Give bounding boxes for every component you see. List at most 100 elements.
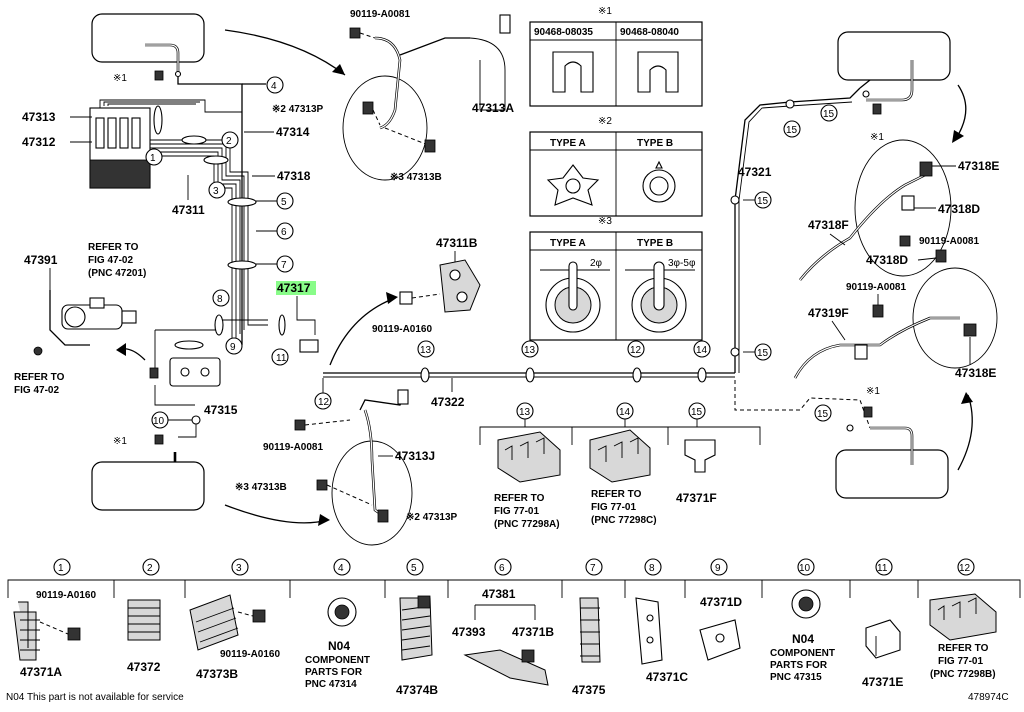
svg-text:TYPE B: TYPE B [637, 238, 673, 249]
label-47313: 47313 [22, 110, 56, 124]
svg-text:47375: 47375 [572, 683, 606, 697]
callout-5: 5 [276, 192, 294, 210]
svg-text:1: 1 [150, 153, 156, 164]
callout-15b: 15 [820, 104, 838, 122]
callout-15d: 15 [754, 343, 772, 361]
callout-14: 14 [693, 340, 711, 358]
legend-callout-8: 8 [644, 558, 662, 576]
svg-text:11: 11 [276, 353, 287, 364]
note-mark-1c: ※1 [870, 132, 884, 143]
clip-icon [154, 70, 164, 81]
svg-text:13: 13 [420, 345, 432, 356]
svg-text:47371C: 47371C [646, 670, 688, 684]
footer-note: N04 This part is not available for servi… [6, 692, 184, 703]
label-47312: 47312 [22, 135, 56, 149]
rear-left-wheel-area [91, 461, 205, 511]
svg-text:PNC 47314: PNC 47314 [305, 679, 357, 690]
label-47313p-top: ※2 47313P [272, 104, 324, 115]
svg-text:47371E: 47371E [862, 675, 903, 689]
ref-47-02-b: FIG 47-02 [88, 255, 133, 266]
callout-11: 11 [271, 348, 289, 366]
clip-icon [919, 161, 933, 177]
svg-text:3: 3 [213, 186, 219, 197]
label-47318: 47318 [277, 169, 311, 183]
svg-text:4: 4 [338, 563, 344, 574]
front-right-wheel-area [837, 31, 951, 81]
svg-text:9: 9 [230, 342, 236, 353]
label-47313b-top: ※3 47313B [390, 172, 442, 183]
diagram-code: 478974C [968, 692, 1009, 703]
svg-text:PARTS FOR: PARTS FOR [770, 660, 828, 671]
rear-right-wheel-area [835, 449, 949, 499]
label-47391: 47391 [24, 253, 58, 267]
svg-text:4: 4 [271, 81, 277, 92]
svg-text:6: 6 [281, 227, 287, 238]
label-47318e-top: 47318E [958, 159, 999, 173]
ref-77-01-b: FIG 77-01 [494, 506, 539, 517]
note-mark-1: ※1 [113, 73, 127, 84]
legend-callout-7: 7 [585, 558, 603, 576]
clip-detail-panel: 13 14 15 [479, 402, 761, 483]
brake-actuator-icon [89, 107, 151, 189]
callout-1: 1 [145, 148, 163, 166]
svg-text:11: 11 [877, 563, 888, 574]
svg-text:90468-08035: 90468-08035 [534, 27, 593, 38]
note-mark-1d: ※1 [866, 386, 880, 397]
label-90119-a0160: 90119-A0160 [372, 324, 432, 335]
svg-text:※1: ※1 [598, 6, 612, 17]
callout-12b: 12 [627, 340, 645, 358]
parts-legend: 1 2 3 4 5 6 7 8 9 10 11 12 90119-A0160 4… [7, 558, 1021, 697]
svg-text:9: 9 [715, 563, 721, 574]
legend-callout-2: 2 [142, 558, 160, 576]
svg-text:1: 1 [58, 563, 64, 574]
svg-text:COMPONENT: COMPONENT [305, 655, 370, 666]
svg-text:14: 14 [696, 345, 708, 356]
label-47313a: 47313A [472, 101, 514, 115]
svg-text:47371B: 47371B [512, 625, 554, 639]
label-47311: 47311 [172, 203, 205, 217]
label-47318f: 47318F [808, 218, 849, 232]
note-mark-1b: ※1 [113, 436, 127, 447]
front-left-wheel-area [91, 13, 346, 78]
clip-icon [154, 434, 164, 445]
bolt-icon [294, 419, 306, 431]
clip-icon [863, 406, 873, 418]
callout-7: 7 [276, 255, 294, 273]
bolt-icon [316, 479, 328, 491]
callout-6: 6 [276, 222, 294, 240]
svg-text:N04: N04 [792, 632, 814, 646]
ref-47-02-d: REFER TO [14, 372, 65, 383]
svg-text:47374B: 47374B [396, 683, 438, 697]
clip-icon [854, 344, 868, 360]
label-47321: 47321 [738, 165, 772, 179]
label-47313p-low: ※2 47313P [406, 512, 458, 523]
detail-circle-right-low [912, 267, 998, 369]
bolt-icon [399, 291, 441, 305]
svg-text:2φ: 2φ [590, 258, 603, 269]
svg-text:5: 5 [281, 197, 287, 208]
legend-callout-4: 4 [333, 558, 351, 576]
bolt-icon [872, 304, 884, 318]
legend-callout-10: 10 [797, 558, 815, 576]
svg-text:3: 3 [236, 563, 242, 574]
svg-text:13: 13 [519, 407, 531, 418]
label-90119-a0081-r2: 90119-A0081 [846, 282, 906, 293]
label-47318d-mid: 47318D [866, 253, 908, 267]
callout-15a: 15 [783, 120, 801, 138]
label-47322: 47322 [431, 395, 465, 409]
label-47319f: 47319F [808, 306, 849, 320]
svg-text:47373B: 47373B [196, 667, 238, 681]
clip-icon [149, 367, 159, 379]
svg-text:90119-A0160: 90119-A0160 [36, 590, 96, 601]
svg-text:47371A: 47371A [20, 665, 62, 679]
svg-text:※3: ※3 [598, 216, 612, 227]
svg-text:15: 15 [817, 409, 829, 420]
callout-13b: 13 [521, 340, 539, 358]
svg-text:47372: 47372 [127, 660, 161, 674]
callout-15c: 15 [754, 191, 772, 209]
label-47314: 47314 [276, 125, 310, 139]
label-47318e-low: 47318E [955, 366, 996, 380]
label-47311b: 47311B [436, 236, 478, 250]
